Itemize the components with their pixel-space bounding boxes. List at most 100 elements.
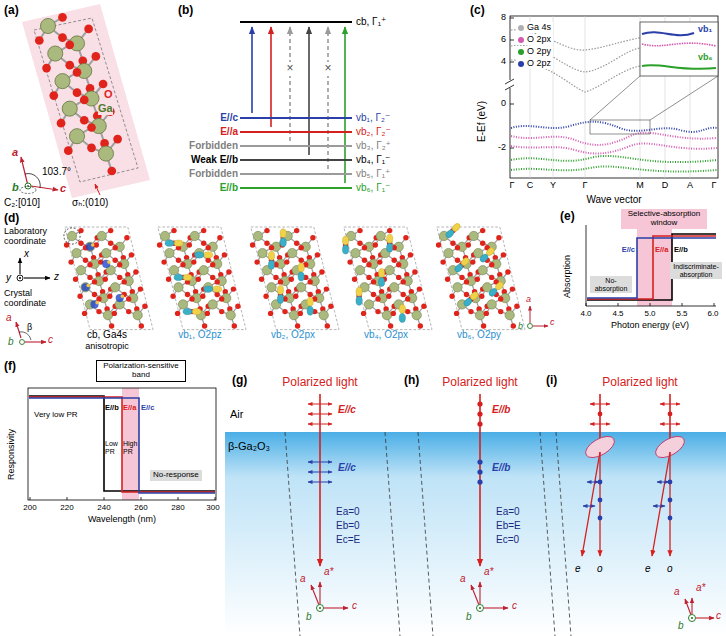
orbital-label: cb, Ga4s <box>87 329 127 341</box>
propagation-sketch-part-part <box>590 404 610 405</box>
propagation-sketch-part <box>598 516 603 521</box>
box-text: Indiscriminate-absorption <box>673 263 719 278</box>
coordinate-axes-part <box>19 277 21 279</box>
axis-title: Photon energy (eV) <box>611 320 689 330</box>
legend-swatch <box>518 37 524 43</box>
level-bar <box>240 187 352 189</box>
transition-arrow <box>270 27 272 127</box>
absorption-plot-part-part <box>650 303 651 306</box>
level-bar <box>240 117 352 119</box>
orbital-structure-part <box>530 306 531 323</box>
axis-label: b <box>306 611 312 623</box>
propagation-sketch-part <box>471 585 479 605</box>
level-label: vb₆, Γ₁⁻ <box>356 183 390 193</box>
orbital-structure-part-part <box>466 228 520 329</box>
axis-label: a* <box>324 566 333 578</box>
propagation-sketch-part <box>308 404 332 424</box>
legend-text: O 2px <box>527 34 551 44</box>
legend-text: O 2py <box>527 46 551 56</box>
transition-arrow <box>327 27 329 169</box>
panel-letter: (i) <box>546 374 557 388</box>
propagation-sketch-part-part <box>660 424 680 425</box>
propagation-sketch-part <box>583 482 669 506</box>
tick-label: 240 <box>97 503 110 512</box>
curve-label: E//c <box>622 246 635 255</box>
panel-letter: (a) <box>4 4 19 18</box>
light-label: Polarized light <box>282 376 357 390</box>
orbital-structure-part-part <box>64 228 80 244</box>
orbital-structure-part-part <box>479 246 496 263</box>
energy-level: E//avb₂, Γ₂⁻ <box>178 127 422 137</box>
orbital-structure-part-part <box>268 251 274 269</box>
band-structure-part <box>590 76 640 120</box>
k-point: C <box>527 180 534 190</box>
propagation-sketch-part-part <box>285 432 300 636</box>
energy-level: cb, Γ₁⁺ <box>178 17 422 27</box>
propagation-sketch-part-part <box>308 462 332 463</box>
propagation-sketch-part <box>669 394 671 440</box>
axis-label: a <box>300 573 306 585</box>
axis-label: c <box>60 182 66 195</box>
orbital-structure-part-part <box>399 304 405 322</box>
axis-title: Absorption <box>562 255 572 298</box>
band-structure-part-part <box>510 18 514 19</box>
field-component: Ec=0 <box>496 534 519 546</box>
legend-text: O 2pz <box>527 58 551 68</box>
propagation-sketch-part <box>324 607 348 608</box>
axis-label: a <box>526 294 531 304</box>
propagation-sketch-part-part <box>385 432 400 636</box>
legend-swatch <box>518 61 524 67</box>
propagation-sketch-part <box>691 598 692 614</box>
tick-label: 300 <box>206 503 219 512</box>
transition-arrow <box>308 27 310 155</box>
transition-label: Forbidden <box>178 169 238 179</box>
propagation-sketch-part <box>477 411 482 416</box>
atom-label: Ga <box>98 102 113 115</box>
orbital-structure-part-part <box>280 228 334 329</box>
panel-letter: (h) <box>404 374 419 388</box>
level-bar <box>240 145 352 147</box>
k-point: Y <box>550 180 556 190</box>
propagation-sketch-part <box>477 469 482 474</box>
axis-label: b <box>12 181 19 194</box>
crystal-structure-part <box>25 174 40 188</box>
axis-label: b <box>8 336 14 348</box>
axis-title: E-Ef (eV) <box>476 101 488 142</box>
propagation-sketch-part <box>691 617 693 619</box>
absorption-plot-part-part <box>682 303 683 306</box>
absorption-plot-part <box>586 306 716 307</box>
ray-label: o <box>597 563 603 575</box>
panel-letter: (f) <box>4 360 16 374</box>
tick-label: -2 <box>498 142 506 152</box>
propagation-sketch-part <box>319 394 321 566</box>
propagation-sketch-part-part <box>308 404 332 405</box>
symmetry-label: σₕ:(010) <box>72 197 108 209</box>
orbital-structure-part-part <box>90 300 99 308</box>
orbital-structure-part-part <box>251 227 339 330</box>
k-point: Γ <box>712 180 717 190</box>
propagation-sketch-part <box>669 452 670 556</box>
forbidden-mark: × <box>286 62 293 76</box>
orbital-structure-part <box>64 227 153 330</box>
band-structure-part <box>642 43 716 46</box>
level-bar <box>240 173 352 175</box>
band-structure-part <box>590 120 650 134</box>
responsivity-plot-part-part <box>104 497 105 500</box>
note: anisotropic <box>85 341 129 351</box>
band-structure-part-part <box>511 143 717 153</box>
k-point: A <box>687 180 693 190</box>
band-structure-part-part <box>510 62 514 63</box>
tick-label: 8 <box>501 12 506 22</box>
propagation-sketch-part <box>689 615 696 622</box>
tick-label: 6 <box>501 34 506 44</box>
angle-label: 103.7° <box>42 166 71 178</box>
orbital-structure-part-part <box>195 252 213 258</box>
axis-label: c <box>550 317 555 327</box>
band-structure-part-part <box>585 16 586 178</box>
propagation-sketch-part-part <box>308 472 332 473</box>
propagation-sketch-part <box>311 585 319 605</box>
atom-label: O <box>104 88 113 101</box>
energy-level: E//cvb₁, Γ₂⁻ <box>178 113 422 123</box>
field-label: E//b <box>492 462 510 474</box>
band-structure <box>505 16 718 178</box>
